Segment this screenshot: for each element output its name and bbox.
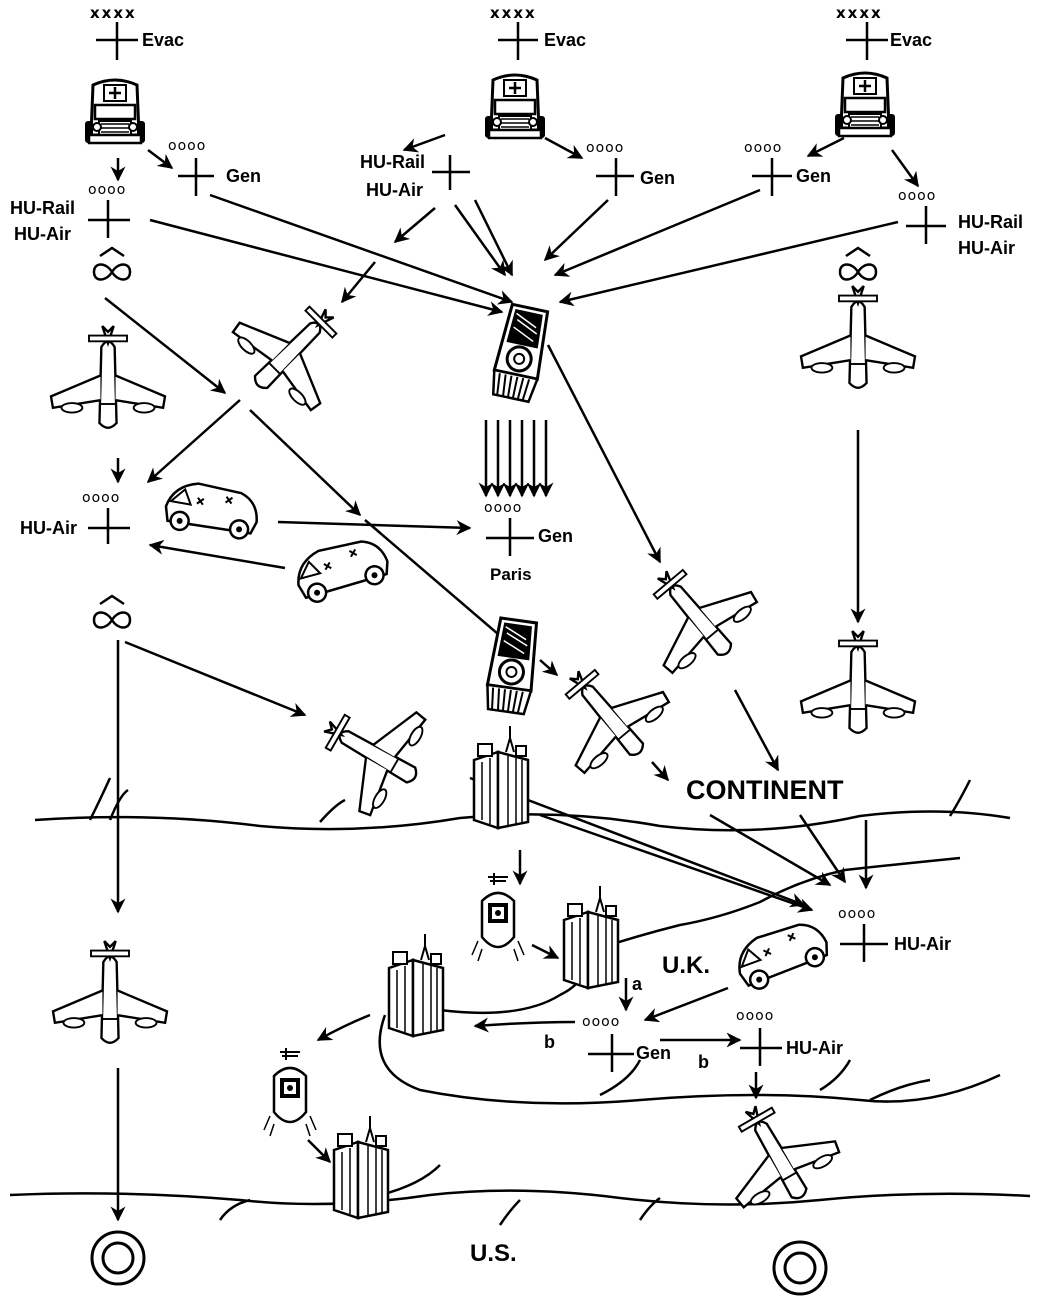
hu-rail-label: HU-Rail <box>360 152 425 172</box>
airplane-icon <box>51 326 165 428</box>
port-city-icon <box>334 1116 388 1218</box>
destination-symbols <box>92 1232 826 1294</box>
army-echelon-symbol: xxxx <box>836 4 883 22</box>
hu-air-label: HU-Air <box>958 238 1015 258</box>
hospital-echelon-symbol: oooo <box>838 906 876 922</box>
gen-label: Gen <box>538 526 573 546</box>
gen-label: Gen <box>796 166 831 186</box>
gen-label: Gen <box>636 1043 671 1063</box>
evac-label: Evac <box>890 30 932 50</box>
hu-air-label: HU-Air <box>786 1038 843 1058</box>
airfield-icon <box>94 596 130 628</box>
hospital-echelon-symbol: oooo <box>168 138 206 154</box>
airplane-icon <box>53 941 167 1043</box>
hospital-echelon-symbol: oooo <box>88 182 126 198</box>
route-a-label: a <box>632 974 642 994</box>
airfield-icon <box>840 248 876 280</box>
port-city-icon <box>389 934 443 1036</box>
ambulance-car-icon <box>730 916 833 994</box>
airfield-icon <box>94 248 130 280</box>
hu-air-label: HU-Air <box>20 518 77 538</box>
coastlines <box>10 778 1030 1225</box>
hospital-echelon-symbol: oooo <box>484 500 522 516</box>
route-b-label: b <box>698 1052 709 1072</box>
hospital-echelon-symbol: oooo <box>582 1014 620 1030</box>
hospital-ship-icon <box>472 873 524 961</box>
hu-air-label: HU-Air <box>894 934 951 954</box>
ambulance-truck-icon <box>835 73 895 136</box>
ambulance-truck-icon <box>85 80 145 143</box>
us-label: U.S. <box>470 1244 517 1264</box>
locomotive-icon <box>489 303 551 402</box>
continent-label: CONTINENT <box>686 780 844 800</box>
airplane-icon <box>618 538 771 689</box>
ambulance-truck-icon <box>485 75 545 138</box>
hospital-echelon-symbol: oooo <box>82 490 120 506</box>
target-icon <box>92 1232 144 1284</box>
ambulance-car-icon <box>162 479 261 543</box>
hu-rail-label: HU-Rail <box>958 212 1023 232</box>
hospital-echelon-symbol: oooo <box>586 140 624 156</box>
airplane-icon <box>801 631 915 733</box>
target-icon <box>774 1242 826 1294</box>
port-city-icon <box>474 726 528 828</box>
army-echelon-symbol: xxxx <box>90 4 137 22</box>
gen-label: Gen <box>226 166 261 186</box>
ambulance-car-icon <box>291 534 393 605</box>
hu-rail-label: HU-Rail <box>10 198 75 218</box>
gen-label: Gen <box>640 168 675 188</box>
hospital-echelon-symbol: oooo <box>736 1008 774 1024</box>
hospital-echelon-symbol: oooo <box>898 188 936 204</box>
route-b-label: b <box>544 1032 555 1052</box>
hu-air-label: HU-Air <box>366 180 423 200</box>
paris-label: Paris <box>490 565 532 585</box>
airplane-icon <box>801 286 915 388</box>
hospital-echelon-symbol: oooo <box>744 140 782 156</box>
evac-label: Evac <box>544 30 586 50</box>
evac-label: Evac <box>142 30 184 50</box>
airplane-icon <box>530 638 683 789</box>
hospital-ship-icon <box>264 1048 316 1136</box>
hu-air-label: HU-Air <box>14 224 71 244</box>
airplane-icon <box>298 677 443 827</box>
locomotive-icon <box>484 617 540 714</box>
uk-label: U.K. <box>662 956 710 976</box>
army-echelon-symbol: xxxx <box>490 4 537 22</box>
port-city-icon <box>564 886 618 988</box>
